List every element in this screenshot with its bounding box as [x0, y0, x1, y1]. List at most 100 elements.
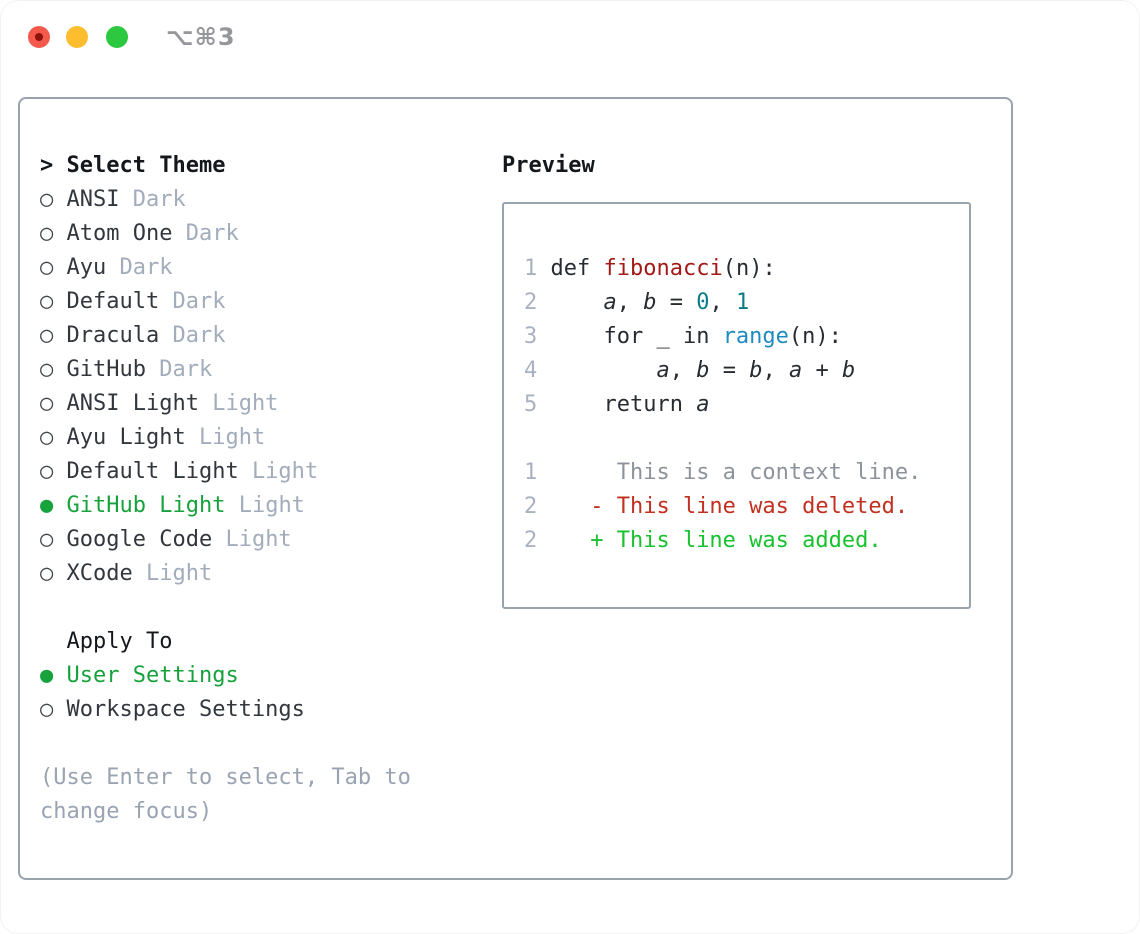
- gap: [53, 391, 66, 416]
- gap: [172, 221, 185, 246]
- zoom-button-icon[interactable]: [106, 26, 128, 48]
- theme-item[interactable]: ○ Ayu Dark: [40, 251, 411, 285]
- gap: [212, 527, 225, 552]
- line-number: 1: [524, 460, 538, 485]
- code-token: [551, 358, 657, 383]
- theme-item[interactable]: ○ XCode Light: [40, 557, 411, 591]
- theme-variant: Light: [145, 561, 213, 586]
- theme-name: Ayu: [66, 255, 107, 280]
- gap: [225, 493, 238, 518]
- gap: [53, 425, 66, 450]
- gap: [537, 392, 550, 417]
- code-token: a: [788, 358, 803, 383]
- radio-icon: ○: [40, 357, 54, 382]
- radio-icon: ○: [40, 527, 54, 552]
- diff-line: 1 This is a context line.: [524, 456, 969, 490]
- theme-item[interactable]: ○ Default Dark: [40, 285, 411, 319]
- diff-text: This is a context line.: [537, 460, 922, 485]
- theme-item[interactable]: ○ Google Code Light: [40, 523, 411, 557]
- gap: [159, 289, 172, 314]
- hint-text-line1: (Use Enter to select, Tab to: [40, 765, 411, 790]
- gap: [537, 324, 550, 349]
- close-button-icon[interactable]: [28, 26, 50, 48]
- gap: [146, 357, 159, 382]
- gap: [199, 391, 212, 416]
- gap: [53, 493, 66, 518]
- line-number: 2: [524, 290, 538, 315]
- theme-name: Google Code: [66, 527, 213, 552]
- theme-variant: Dark: [172, 323, 226, 348]
- theme-item[interactable]: ○ Atom One Dark: [40, 217, 411, 251]
- gap: [53, 561, 66, 586]
- theme-selector-column: > Select Theme ○ ANSI Dark○ Atom One Dar…: [40, 149, 411, 829]
- select-theme-header-label: Select Theme: [66, 153, 226, 178]
- apply-option[interactable]: ○ Workspace Settings: [40, 693, 411, 727]
- code-token: b: [643, 290, 657, 315]
- theme-item[interactable]: ○ Default Light Light: [40, 455, 411, 489]
- gap: [159, 323, 172, 348]
- apply-to-header: Apply To: [40, 625, 411, 659]
- radio-icon: ○: [40, 459, 54, 484]
- apply-option[interactable]: ● User Settings: [40, 659, 411, 693]
- code-token: ,: [616, 290, 644, 315]
- theme-variant: Dark: [132, 187, 186, 212]
- code-token: for _ in: [550, 324, 723, 349]
- theme-item[interactable]: ○ GitHub Dark: [40, 353, 411, 387]
- spacer: [40, 727, 411, 761]
- diff-text: - This line was deleted.: [537, 494, 909, 519]
- select-theme-header: > Select Theme: [40, 149, 411, 183]
- gap: [53, 697, 66, 722]
- gap: [239, 459, 252, 484]
- theme-variant: Dark: [185, 221, 239, 246]
- code-line: 1 def fibonacci(n):: [524, 252, 969, 286]
- code-token: ,: [709, 290, 736, 315]
- gap: [53, 221, 66, 246]
- theme-name: GitHub: [66, 357, 146, 382]
- preview-column: Preview 1 def fibonacci(n):2 a, b = 0, 1…: [502, 149, 971, 609]
- gap: [119, 187, 132, 212]
- theme-name: Ayu Light: [66, 425, 186, 450]
- code-token: [551, 290, 604, 315]
- radio-icon: ○: [40, 697, 54, 722]
- code-line: 5 return a: [524, 388, 969, 422]
- diff-line: 2 - This line was deleted.: [524, 490, 969, 524]
- code-token: +: [802, 358, 842, 383]
- theme-name: XCode: [66, 561, 133, 586]
- radio-icon: ○: [40, 425, 54, 450]
- window-title: ⌥⌘3: [166, 23, 236, 51]
- theme-item[interactable]: ○ Ayu Light Light: [40, 421, 411, 455]
- preview-header: Preview: [502, 153, 595, 178]
- theme-name: GitHub Light: [66, 493, 226, 518]
- gap: [537, 256, 550, 281]
- theme-variant: Dark: [159, 357, 213, 382]
- code-token: 1: [735, 290, 750, 315]
- theme-variant: Light: [238, 493, 305, 518]
- gap: [53, 187, 66, 212]
- line-number: 4: [524, 358, 538, 383]
- line-number: 5: [524, 392, 538, 417]
- theme-variant: Light: [225, 527, 292, 552]
- gap: [186, 425, 199, 450]
- hint-text-line2: change focus): [40, 799, 213, 824]
- code-line: 2 a, b = 0, 1: [524, 286, 969, 320]
- title-bar: ⌥⌘3: [0, 0, 1140, 74]
- gap: [106, 255, 119, 280]
- theme-variant: Light: [198, 425, 266, 450]
- theme-item[interactable]: ○ ANSI Dark: [40, 183, 411, 217]
- theme-item[interactable]: ○ Dracula Dark: [40, 319, 411, 353]
- theme-item[interactable]: ● GitHub Light Light: [40, 489, 411, 523]
- theme-name: ANSI Light: [66, 391, 199, 416]
- theme-variant: Dark: [119, 255, 173, 280]
- code-token: b: [696, 358, 710, 383]
- gap: [53, 323, 66, 348]
- code-token: =: [709, 358, 750, 383]
- gap: [53, 527, 66, 552]
- radio-icon: ○: [40, 391, 54, 416]
- radio-icon: ●: [40, 663, 54, 688]
- theme-item[interactable]: ○ ANSI Light Light: [40, 387, 411, 421]
- minimize-button-icon[interactable]: [66, 26, 88, 48]
- radio-icon: ○: [40, 323, 54, 348]
- code-token: =: [656, 290, 697, 315]
- apply-to-header-label: Apply To: [66, 629, 173, 654]
